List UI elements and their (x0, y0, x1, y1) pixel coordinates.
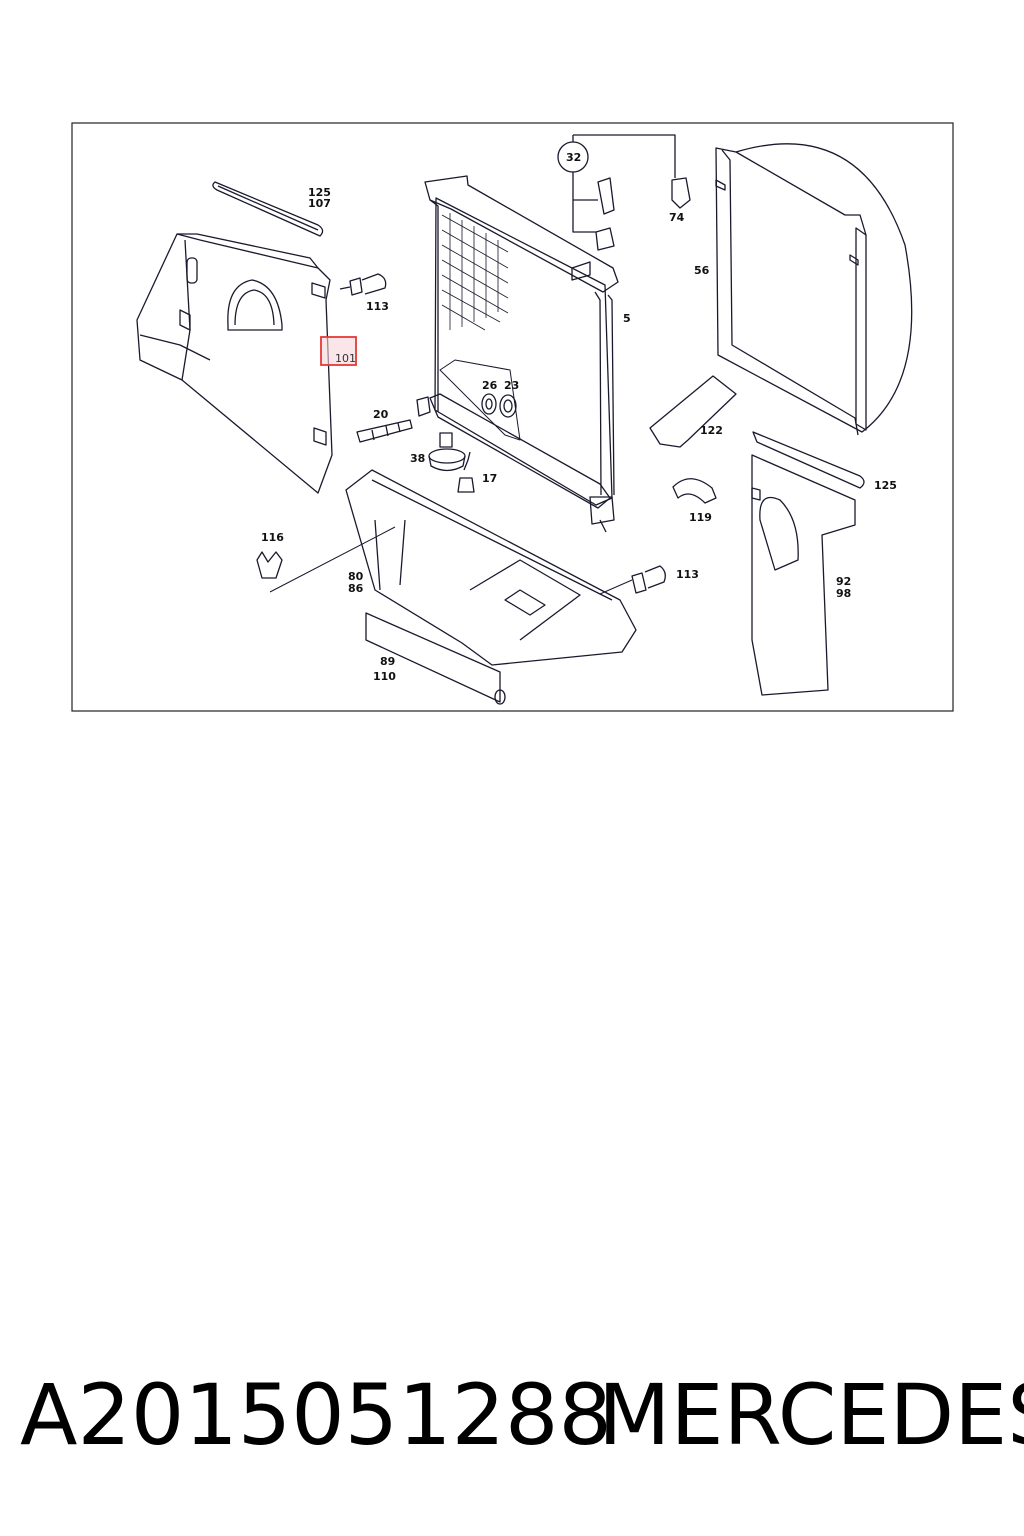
label-32: 32 (566, 151, 581, 164)
parts-diagram: 125 107 113 101 20 38 17 26 23 32 74 5 5… (71, 122, 954, 712)
label-92: 92 (836, 575, 851, 588)
duct-piece-122 (649, 375, 737, 448)
washer-23 (499, 394, 517, 418)
drain-17 (457, 451, 475, 493)
label-125-right: 125 (874, 479, 897, 492)
label-119: 119 (689, 511, 712, 524)
label-110: 110 (373, 670, 396, 683)
highlight-box-101 (320, 336, 357, 366)
label-113-top: 113 (366, 300, 389, 313)
label-56: 56 (694, 264, 710, 277)
label-116: 116 (261, 531, 284, 544)
clip-74 (671, 177, 691, 209)
clip-119 (672, 478, 717, 504)
label-122: 122 (700, 424, 723, 437)
label-23: 23 (504, 379, 519, 392)
clip-113-bottom (631, 565, 666, 594)
left-air-duct-panel (136, 233, 333, 494)
temperature-sensor-20 (356, 419, 413, 443)
label-113-bottom: 113 (676, 568, 699, 581)
seal-strip-right (752, 431, 865, 489)
seal-strip-left (212, 181, 324, 237)
label-26: 26 (482, 379, 498, 392)
right-air-duct-panel (751, 454, 856, 696)
clip-116 (256, 551, 283, 579)
callout-circle-32 (557, 141, 589, 173)
lower-frame (345, 469, 637, 666)
lower-seal-strip (365, 612, 501, 703)
label-98: 98 (836, 587, 851, 600)
label-86: 86 (348, 582, 364, 595)
fan-shroud (715, 143, 913, 433)
radiator-core (434, 197, 613, 506)
washer-26 (481, 393, 497, 415)
label-125-top: 125 (308, 186, 331, 199)
label-17: 17 (482, 472, 497, 485)
part-number: A2015051288 (20, 1366, 612, 1464)
diagram-frame (71, 122, 954, 712)
label-80: 80 (348, 570, 364, 583)
label-74: 74 (669, 211, 685, 224)
clip-113-top (349, 273, 387, 296)
brand-name: MERCEDES (598, 1366, 1024, 1464)
label-107: 107 (308, 197, 331, 210)
label-20: 20 (373, 408, 389, 421)
drain-plug-38 (428, 448, 466, 464)
label-38: 38 (410, 452, 425, 465)
label-89: 89 (380, 655, 395, 668)
label-5: 5 (623, 312, 631, 325)
label-101: 101 (335, 352, 356, 365)
